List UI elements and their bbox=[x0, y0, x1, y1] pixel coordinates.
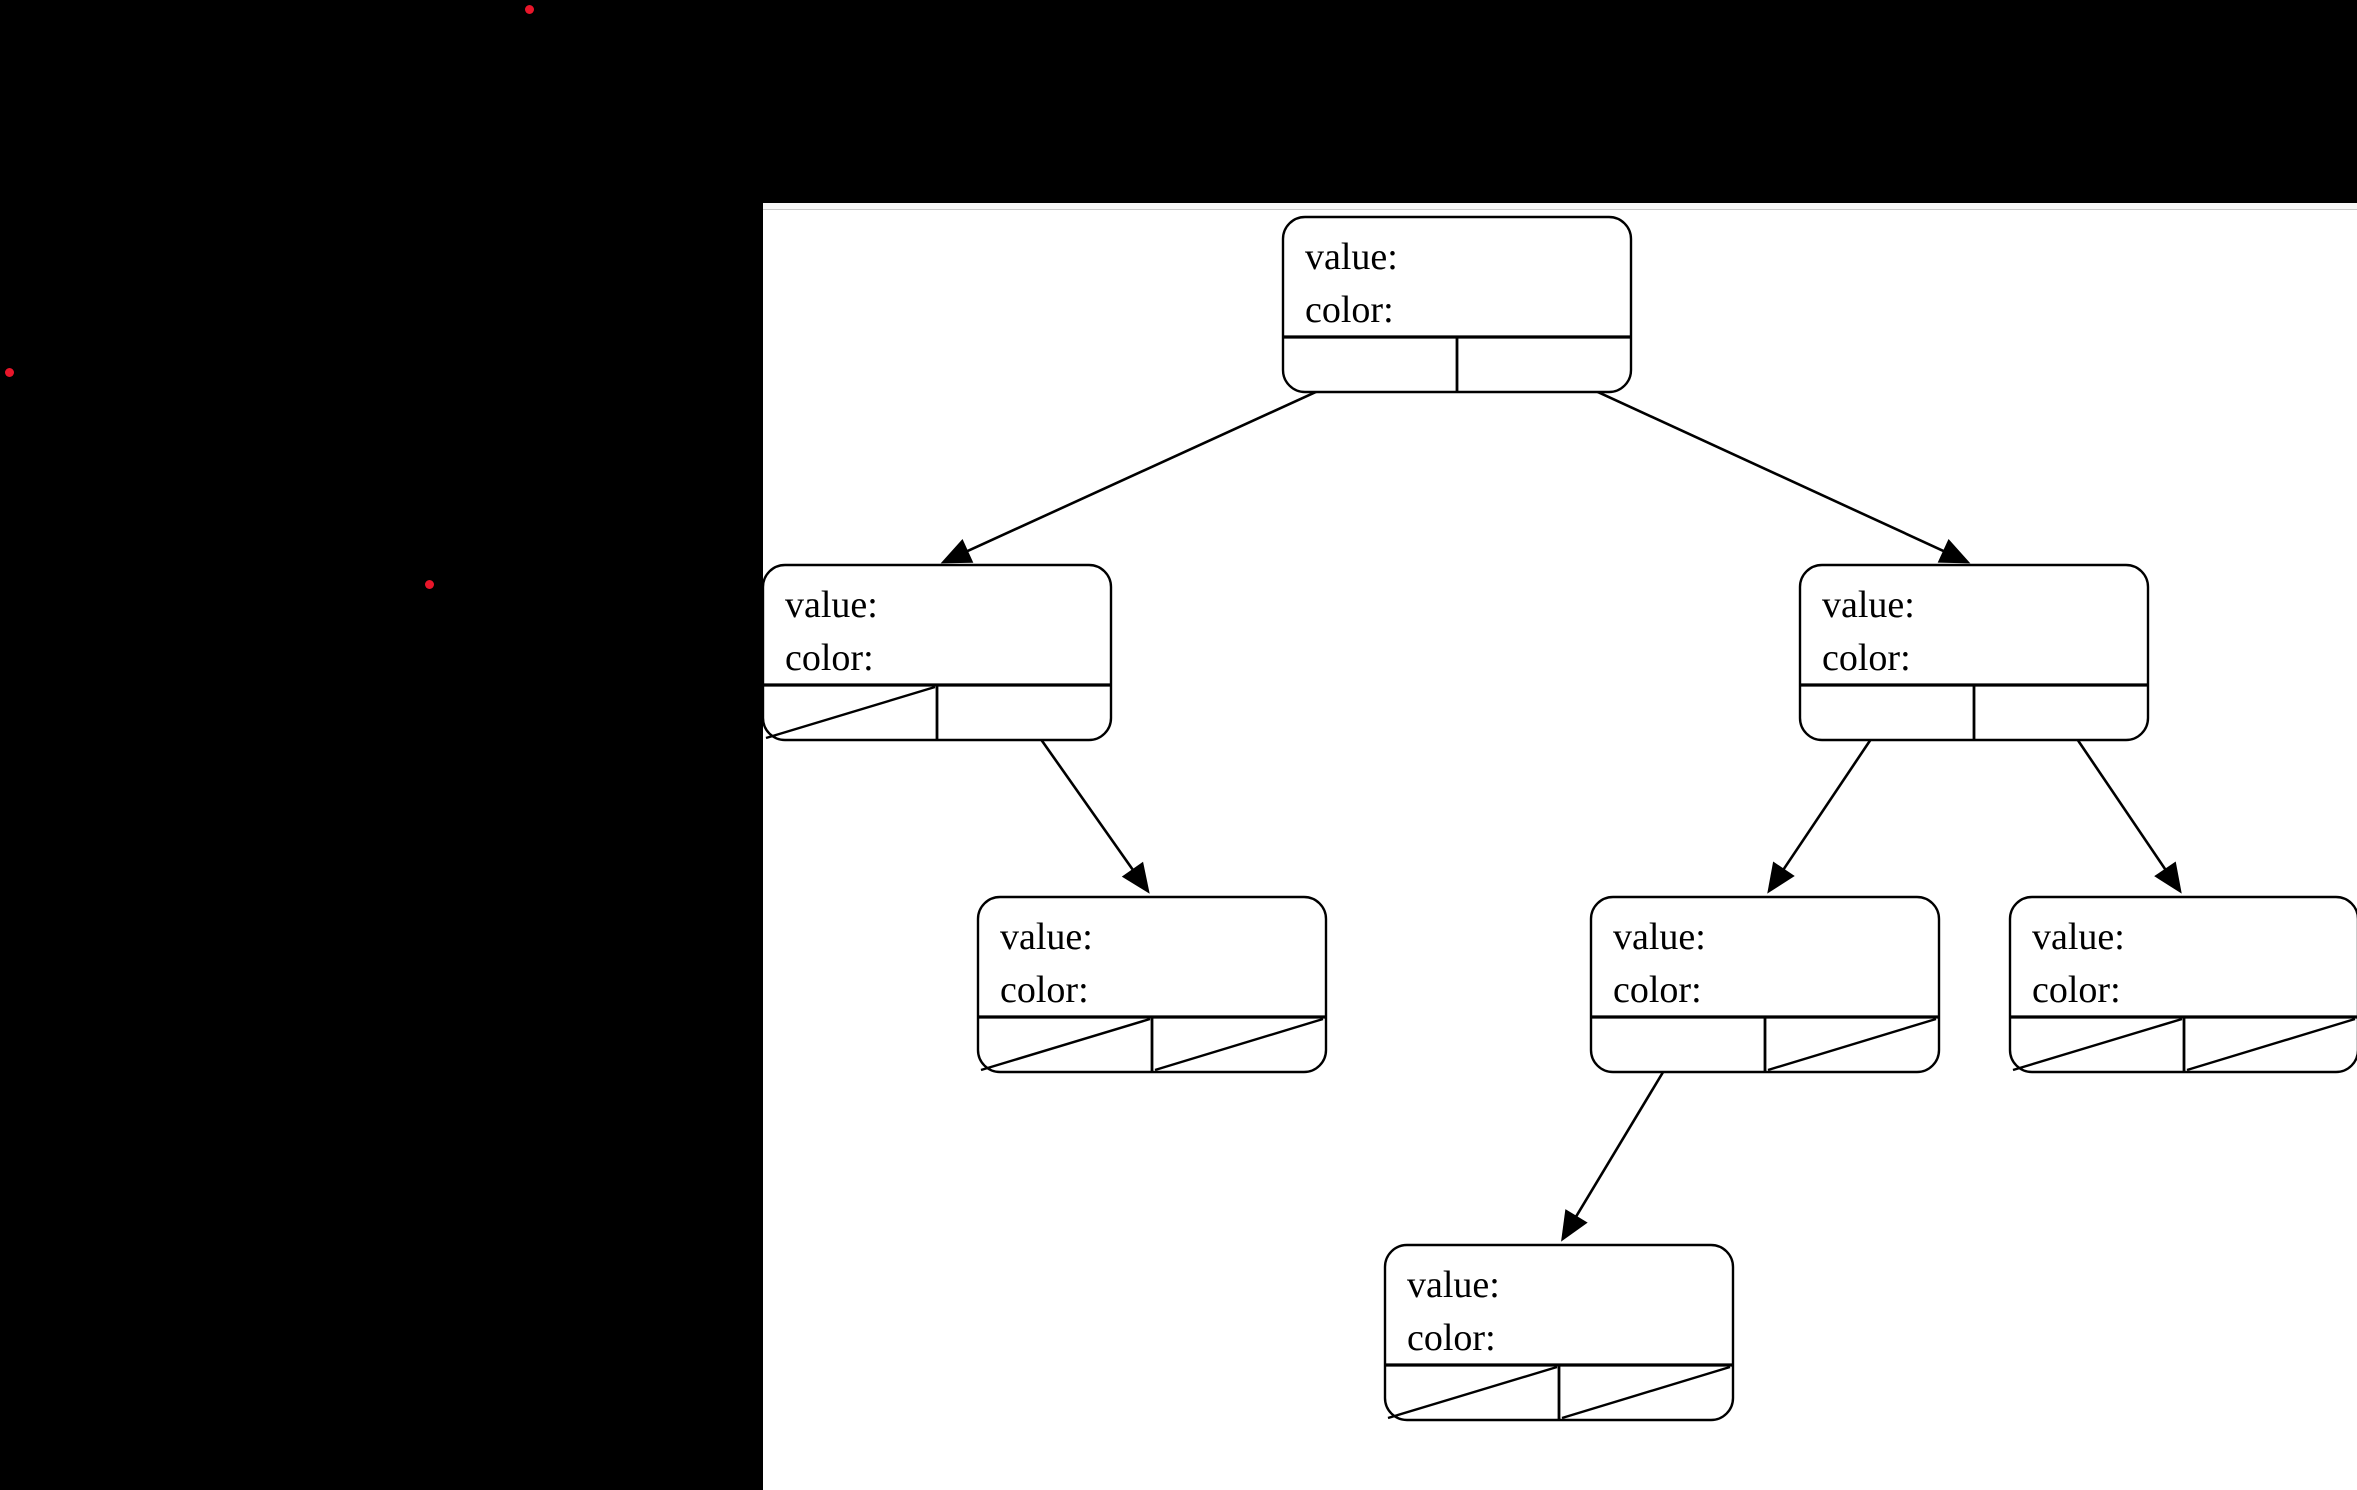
node-color-label: color: bbox=[1305, 289, 1394, 331]
node-layer: value:color:value:color:value:color:valu… bbox=[763, 215, 2357, 1422]
node-value-label: value: bbox=[1305, 236, 1398, 278]
edge-right-right bbox=[2059, 714, 2182, 894]
edge-root-right bbox=[1543, 366, 1971, 564]
arrow-head bbox=[1561, 1209, 1588, 1242]
nil-pointer-slash-left bbox=[765, 685, 936, 740]
tree-node-bottom-leaf[interactable]: value: color: bbox=[1383, 1243, 1735, 1422]
nil-pointer-slash-left bbox=[1387, 1365, 1558, 1420]
arrow-head bbox=[1121, 861, 1150, 894]
arrow-head bbox=[2154, 861, 2182, 894]
arrow-head bbox=[1767, 861, 1795, 894]
tree-node-right-child[interactable]: value: color: bbox=[1798, 563, 2150, 742]
arrow-head bbox=[1937, 538, 1971, 564]
node-value-label: value: bbox=[1613, 916, 1706, 958]
cursor-marker-dot-3 bbox=[425, 580, 434, 589]
cursor-marker-dot-2 bbox=[5, 368, 14, 377]
edge-rleft-bottom bbox=[1561, 1046, 1680, 1242]
nil-pointer-slash-left bbox=[2012, 1017, 2183, 1072]
nil-pointer-slash-right bbox=[1767, 1017, 1937, 1072]
arrow-head bbox=[940, 539, 974, 564]
node-color-label: color: bbox=[2032, 969, 2121, 1011]
edge-root-left bbox=[940, 366, 1371, 564]
tree-node-left-right-leaf[interactable]: value: color: bbox=[976, 895, 1328, 1074]
node-color-label: color: bbox=[1000, 969, 1089, 1011]
tree-node-right-right-leaf[interactable]: value: color: bbox=[2008, 895, 2357, 1074]
edge-right-left bbox=[1767, 714, 1889, 894]
tree-node-left-child[interactable]: value: color: bbox=[763, 563, 1113, 742]
nil-pointer-slash-right bbox=[1154, 1017, 1324, 1072]
binary-tree-diagram: value:color:value:color:value:color:valu… bbox=[763, 215, 2357, 1422]
tree-node-right-left-node[interactable]: value: color: bbox=[1589, 895, 1941, 1074]
node-value-label: value: bbox=[2032, 916, 2125, 958]
node-color-label: color: bbox=[1613, 969, 1702, 1011]
nil-pointer-slash-right bbox=[1561, 1365, 1731, 1420]
edge-layer bbox=[940, 366, 2182, 1242]
cursor-marker-dot-1 bbox=[525, 5, 534, 14]
node-value-label: value: bbox=[1000, 916, 1093, 958]
node-color-label: color: bbox=[785, 637, 874, 679]
nil-pointer-slash-left bbox=[980, 1017, 1151, 1072]
node-color-label: color: bbox=[1822, 637, 1911, 679]
nil-pointer-slash-right bbox=[2186, 1017, 2356, 1072]
diagram-canvas: value:color:value:color:value:color:valu… bbox=[763, 203, 2357, 1490]
node-value-label: value: bbox=[785, 584, 878, 626]
node-color-label: color: bbox=[1407, 1317, 1496, 1359]
tree-node-root[interactable]: value: color: bbox=[1281, 215, 1633, 394]
edge-left-right bbox=[1022, 714, 1150, 894]
node-value-label: value: bbox=[1822, 584, 1915, 626]
node-value-label: value: bbox=[1407, 1264, 1500, 1306]
